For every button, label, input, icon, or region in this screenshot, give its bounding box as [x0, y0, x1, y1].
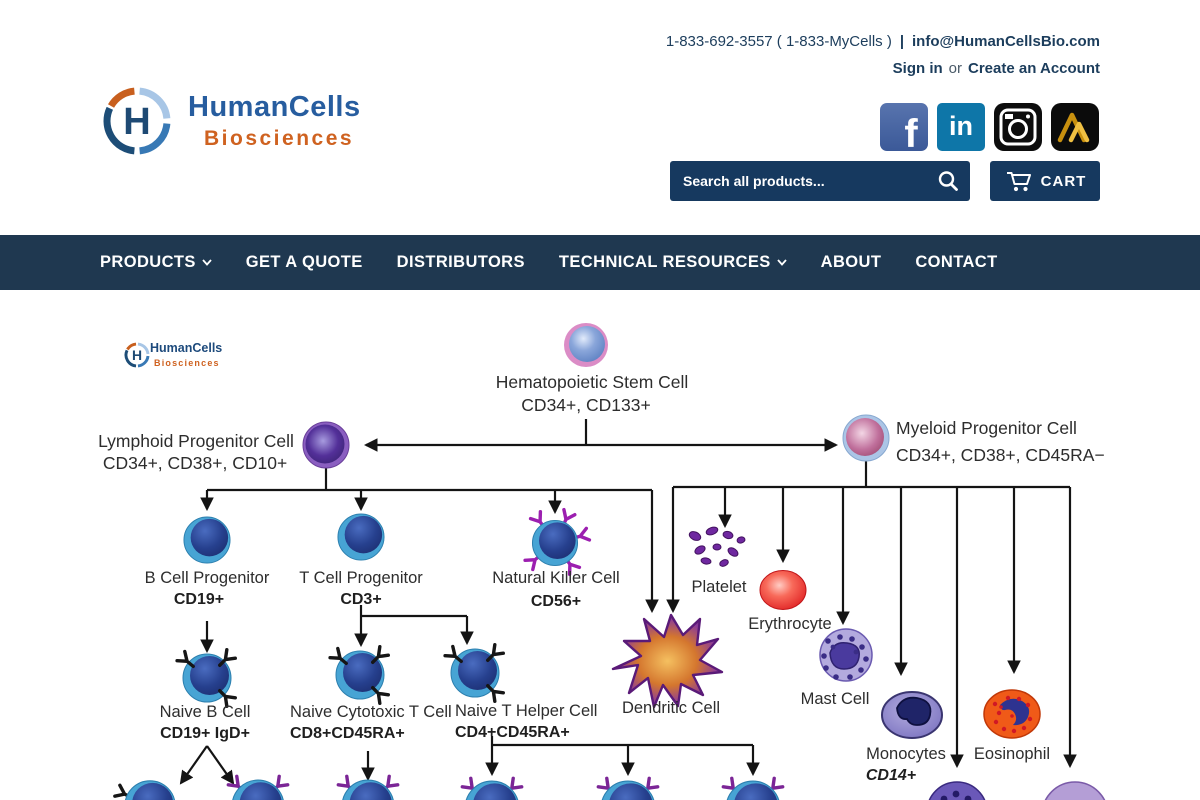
- nav-label: PRODUCTS: [100, 253, 196, 271]
- nav-label: TECHNICAL RESOURCES: [558, 253, 771, 271]
- or-text: or: [948, 60, 963, 77]
- logo-title: HumanCells: [188, 91, 361, 123]
- platelet-label: Platelet: [691, 578, 746, 596]
- create-account-link[interactable]: Create an Account: [968, 60, 1100, 77]
- effector-cells-partial-row: [113, 774, 1106, 800]
- cart-label: CART: [1040, 172, 1087, 190]
- nav-label: DISTRIBUTORS: [396, 253, 525, 271]
- myeloid-progenitor-cell: [842, 414, 890, 462]
- facebook-letter: f: [904, 111, 918, 152]
- main-nav: PRODUCTS GET A QUOTE DISTRIBUTORS TECHNI…: [0, 235, 1200, 290]
- nav-item-about[interactable]: ABOUT: [821, 253, 882, 272]
- naive-t-helper-markers: CD4+CD45RA+: [455, 724, 570, 741]
- nav-label: GET A QUOTE: [245, 253, 363, 271]
- naive-b-markers: CD19+ IgD+: [160, 725, 250, 742]
- separator: |: [899, 33, 905, 50]
- myeloid-label: Myeloid Progenitor Cell: [896, 418, 1077, 438]
- eosinophil-label: Eosinophil: [974, 745, 1050, 763]
- hsc-cell: [564, 323, 608, 367]
- social-row: f in: [880, 103, 1099, 151]
- nav-item-distributors[interactable]: DISTRIBUTORS: [397, 253, 525, 272]
- hsc-markers: CD34+, CD133+: [521, 395, 650, 415]
- watermark-monogram: H: [132, 347, 142, 363]
- hsc-label: Hematopoietic Stem Cell: [496, 372, 689, 392]
- instagram-icon[interactable]: [994, 103, 1042, 151]
- mast-label: Mast Cell: [801, 690, 870, 708]
- watermark-title: HumanCells: [150, 341, 222, 355]
- t-progenitor-markers: CD3+: [340, 591, 381, 608]
- erythrocyte-label: Erythrocyte: [748, 615, 831, 633]
- lineage-arrows: [179, 419, 1077, 785]
- naive-cytotoxic-t-cell: [328, 645, 390, 705]
- contact-line: 1-833-692-3557 ( 1-833-MyCells ) | info@Hu…: [666, 33, 1100, 50]
- search-box: [670, 161, 970, 201]
- b-progenitor-markers: CD19+: [174, 591, 224, 608]
- marketplace-icon[interactable]: [1051, 103, 1099, 151]
- myeloid-markers: CD34+, CD38+, CD45RA−: [896, 445, 1105, 465]
- chevron-down-icon: [202, 259, 212, 266]
- phone-link[interactable]: 1-833-692-3557 ( 1-833-MyCells ): [665, 33, 892, 50]
- naive-b-label: Naive B Cell: [160, 703, 251, 721]
- eosinophil-cell: [983, 689, 1041, 739]
- lymphoid-markers: CD34+, CD38+, CD10+: [103, 453, 287, 473]
- logo-monogram: H: [123, 101, 150, 143]
- search-input[interactable]: [670, 172, 926, 190]
- cart-icon: [1006, 172, 1031, 192]
- nav-item-technical-resources[interactable]: TECHNICAL RESOURCES: [559, 253, 787, 272]
- t-progenitor-label: T Cell Progenitor: [299, 569, 423, 587]
- nav-item-get-a-quote[interactable]: GET A QUOTE: [246, 253, 363, 272]
- naive-cytotoxic-t-markers: CD8+CD45RA+: [290, 725, 405, 742]
- nk-label: Natural Killer Cell: [492, 569, 619, 587]
- marketplace-glyph: [1057, 112, 1090, 143]
- logo-subtitle: Biosciences: [204, 127, 355, 150]
- lymphoid-progenitor-cell: [302, 421, 350, 469]
- monocyte-cell: [881, 691, 943, 739]
- monocytes-label: Monocytes: [866, 745, 946, 763]
- erythrocyte-cell: [759, 570, 807, 610]
- mast-cell: [819, 628, 873, 682]
- neutrophil-cell-partial: [1044, 781, 1106, 800]
- site-logo[interactable]: H HumanCells Biosciences: [100, 84, 361, 158]
- platelet-cluster: [688, 526, 746, 567]
- nav-label: CONTACT: [915, 253, 998, 271]
- logo-mark-icon: H: [103, 87, 171, 155]
- dendritic-cell: [611, 613, 724, 709]
- sign-in-link[interactable]: Sign in: [892, 60, 943, 77]
- nav-item-contact[interactable]: CONTACT: [915, 253, 997, 272]
- email-link[interactable]: info@HumanCellsBio.com: [912, 33, 1100, 50]
- search-icon: [938, 171, 958, 191]
- chevron-down-icon: [776, 259, 787, 266]
- monocytes-markers: CD14+: [866, 767, 916, 784]
- naive-t-helper-cell: [443, 643, 505, 703]
- dendritic-label: Dendritic Cell: [622, 699, 720, 717]
- nk-cell: [523, 507, 592, 576]
- t-progenitor-cell: [337, 513, 385, 561]
- hematopoiesis-diagram: H HumanCells Biosciences: [0, 309, 1200, 800]
- diagram-watermark-logo: H HumanCells Biosciences: [124, 341, 222, 368]
- b-progenitor-label: B Cell Progenitor: [145, 569, 270, 587]
- cart-button[interactable]: CART: [990, 161, 1100, 201]
- nav-label: ABOUT: [820, 253, 882, 271]
- facebook-icon[interactable]: f: [880, 103, 928, 151]
- linkedin-letter: in: [949, 110, 973, 141]
- naive-cytotoxic-t-label: Naive Cytotoxic T Cell: [290, 703, 452, 721]
- linkedin-icon[interactable]: in: [937, 103, 985, 151]
- instagram-camera-glyph: [999, 108, 1037, 146]
- lymphoid-label: Lymphoid Progenitor Cell: [98, 431, 294, 451]
- nav-item-products[interactable]: PRODUCTS: [100, 253, 212, 272]
- logo-text: HumanCells Biosciences: [188, 91, 361, 151]
- basophil-cell-partial: [928, 781, 986, 800]
- account-line: Sign in or Create an Account: [893, 60, 1100, 77]
- watermark-subtitle: Biosciences: [154, 358, 220, 368]
- naive-t-helper-label: Naive T Helper Cell: [455, 702, 597, 720]
- naive-b-cell: [175, 648, 237, 708]
- search-button[interactable]: [926, 161, 970, 201]
- nk-markers: CD56+: [531, 593, 581, 610]
- b-progenitor-cell: [183, 516, 231, 564]
